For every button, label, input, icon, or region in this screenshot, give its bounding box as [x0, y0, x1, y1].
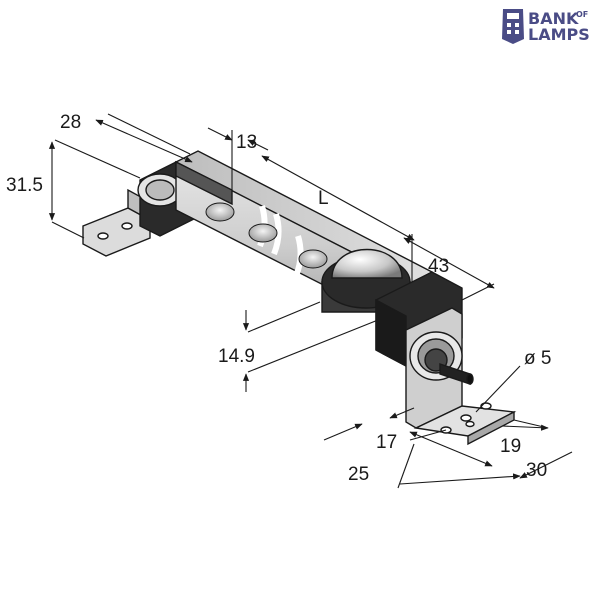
dim-label-43: 43: [428, 256, 449, 277]
logo-of: OF: [576, 10, 588, 19]
bank-of-lamps-logo: BANK OF LAMPS: [502, 9, 590, 44]
cable-connector: [409, 331, 474, 385]
logo-line-lamps: LAMPS: [528, 25, 590, 44]
dim-label-19: 19: [500, 436, 521, 457]
dim-label-30: 30: [526, 460, 547, 481]
dim-label-25: 25: [348, 464, 369, 485]
led-lens: [298, 249, 328, 269]
dim-label-31-5: 31.5: [6, 175, 43, 196]
led-lens: [248, 223, 278, 243]
dim-label-17: 17: [376, 432, 397, 453]
dim-label-L: L: [318, 188, 329, 209]
dimension-lines: [48, 113, 573, 489]
led-lens: [205, 202, 235, 222]
dimension-labels: 28 13 31.5 L 43 14.9 ø 5 17 19 25 30: [6, 112, 551, 485]
dim-label-13: 13: [236, 132, 257, 153]
logo-line-bank: BANK: [528, 9, 579, 28]
led-lens-row: [205, 202, 328, 269]
dim-label-diameter-5: ø 5: [524, 348, 551, 369]
dim-label-28: 28: [60, 112, 81, 133]
lighthouse-icon: [502, 9, 524, 44]
dim-label-14-9: 14.9: [218, 346, 255, 367]
